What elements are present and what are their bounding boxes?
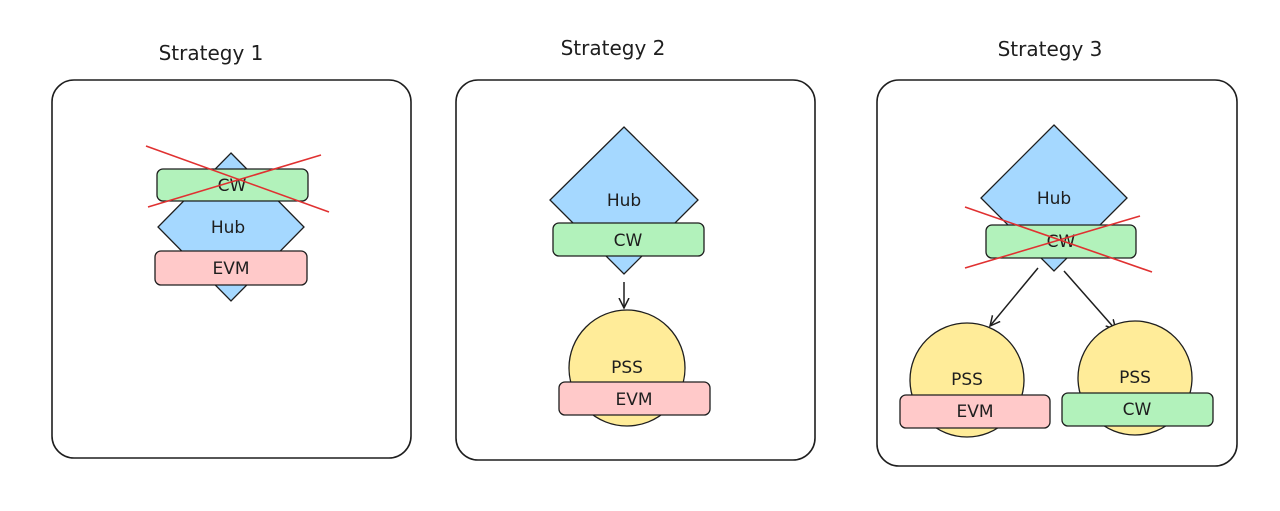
strategy-1-title: Strategy 1 [159, 41, 264, 65]
strategy-3-pss-right-label: PSS [1119, 368, 1151, 388]
strategy-2-evm-label: EVM [615, 390, 652, 410]
strategy-3-arrow-left [990, 267, 1039, 326]
strategy-2-frame [455, 79, 816, 461]
strategy-3-cw-right-label: CW [1123, 400, 1152, 420]
strategy-3-cw-box [985, 224, 1137, 259]
strategy-2-title: Strategy 2 [561, 36, 666, 60]
strategy-3-cw-right-box [1061, 392, 1214, 427]
strategy-1-evm-label: EVM [212, 259, 249, 279]
strategy-3-title: Strategy 3 [998, 37, 1103, 61]
strategy-3-arrow-right [1063, 270, 1116, 330]
strategy-2-hub-label: Hub [607, 191, 641, 211]
strategy-1-cw-label: CW [218, 176, 247, 196]
strategy-3-evm-label: EVM [956, 402, 993, 422]
strategy-2-panel: Strategy 2 Hub CW PSS EVM [455, 36, 816, 461]
strategy-1-panel: Strategy 1 Hub CW EVM [51, 41, 412, 459]
strategy-3-hub-label: Hub [1037, 189, 1071, 209]
strategy-3-pss-left-label: PSS [951, 370, 983, 390]
strategy-3-cw-cross-mark [964, 206, 1153, 273]
strategy-1-hub-label: Hub [211, 218, 245, 238]
strategy-2-pss-label: PSS [611, 358, 643, 378]
strategy-1-evm-box [154, 250, 308, 286]
strategy-2-cw-box [552, 222, 705, 257]
strategy-2-evm-box [558, 381, 711, 416]
strategy-3-cross-line-b [964, 215, 1141, 269]
strategy-1-cross-line-b [147, 154, 322, 208]
strategy-2-cw-label: CW [614, 231, 643, 251]
strategy-2-hub-node [549, 126, 699, 275]
strategy-3-evm-box [899, 394, 1051, 429]
strategy-1-cross-line-a [145, 145, 330, 213]
strategy-3-panel: Strategy 3 Hub CW PSS EVM PSS CW [876, 37, 1238, 467]
strategy-1-cw-cross-mark [145, 145, 330, 213]
